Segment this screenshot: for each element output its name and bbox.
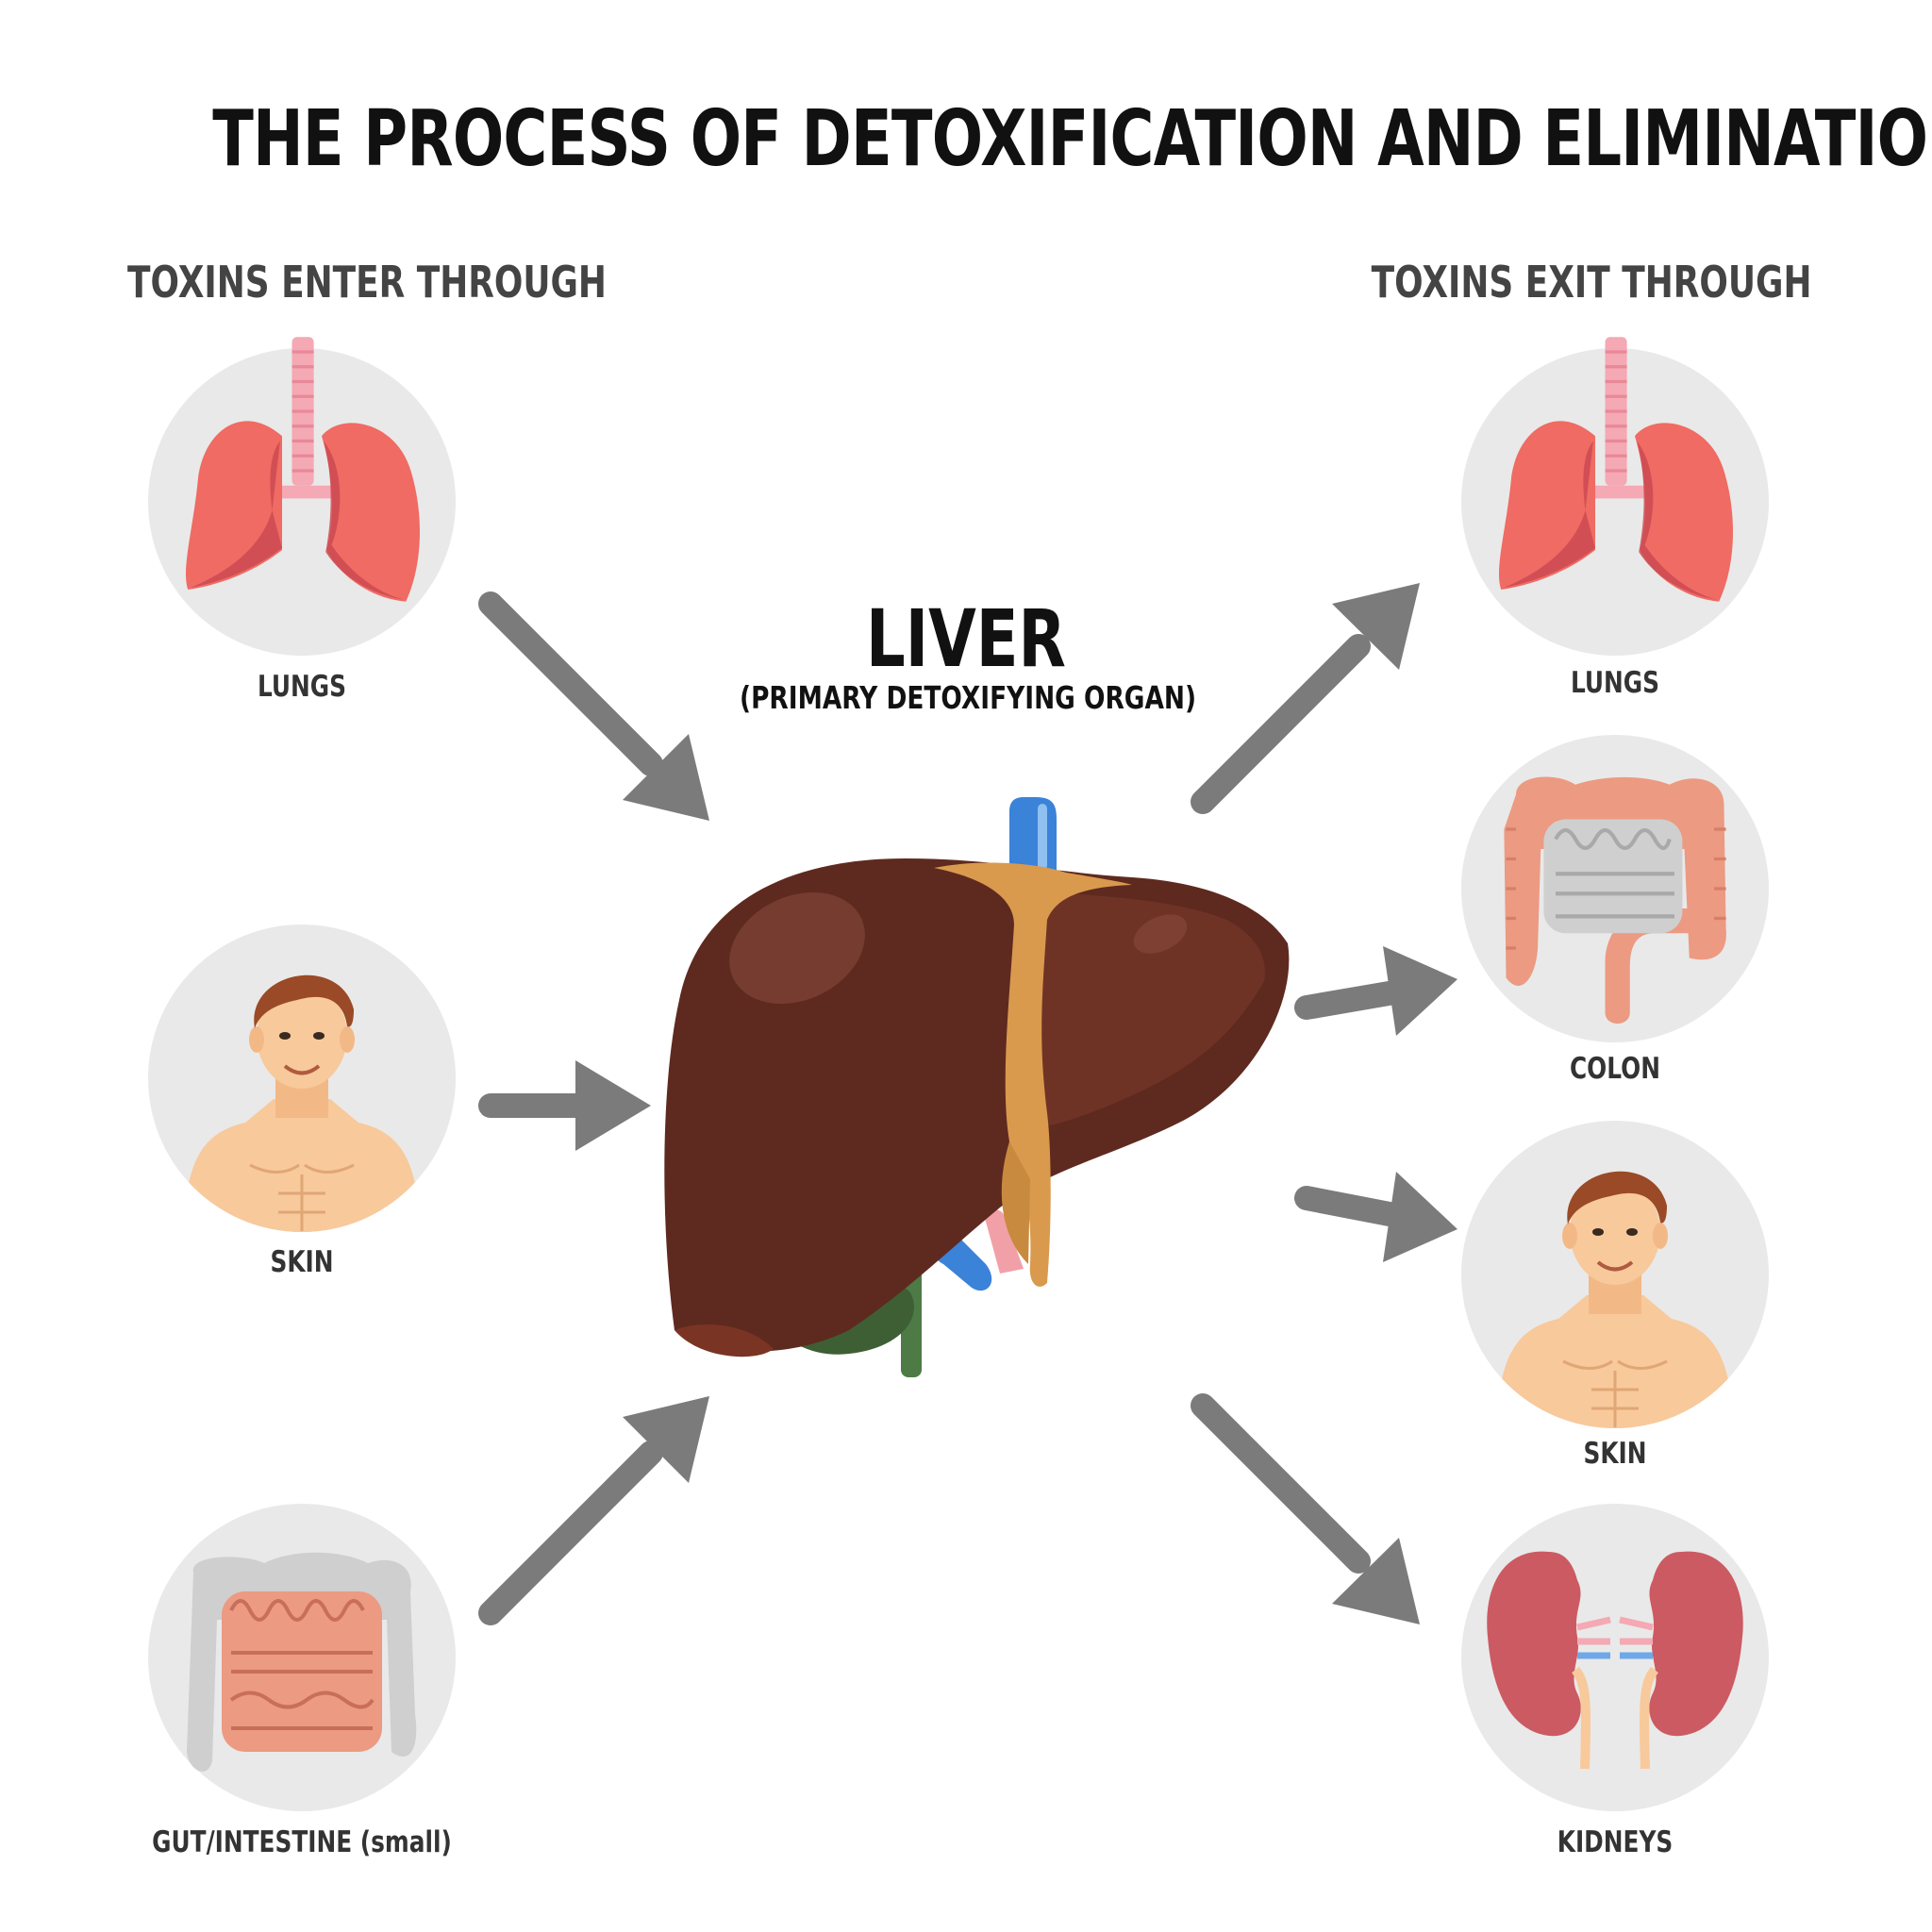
liver-label: LIVER bbox=[865, 592, 1067, 685]
page-title: THE PROCESS OF DETOXIFICATION AND ELIMIN… bbox=[212, 94, 1932, 184]
enter-skin-label: SKIN bbox=[270, 1245, 334, 1279]
enter-gut-circle bbox=[148, 1504, 456, 1811]
arrow-lungs-to-liver bbox=[478, 591, 709, 821]
arrow-liver-to-kidneys bbox=[1191, 1393, 1420, 1624]
exit-lungs-circle bbox=[1461, 335, 1769, 656]
exit-heading: TOXINS EXIT THROUGH bbox=[1371, 257, 1811, 308]
exit-kidneys-label: KIDNEYS bbox=[1557, 1825, 1674, 1859]
enter-gut-label: GUT/INTESTINE (small) bbox=[152, 1825, 452, 1859]
liver-illustration bbox=[664, 797, 1290, 1377]
enter-heading: TOXINS ENTER THROUGH bbox=[127, 257, 607, 308]
exit-lungs-label: LUNGS bbox=[1570, 666, 1660, 700]
arrow-gut-to-liver bbox=[478, 1396, 709, 1625]
arrow-liver-to-skin bbox=[1294, 1172, 1457, 1262]
arrow-liver-to-lungs bbox=[1191, 583, 1420, 814]
enter-lungs-circle bbox=[148, 335, 456, 656]
enter-lungs-label: LUNGS bbox=[257, 670, 347, 704]
arrow-skin-to-liver bbox=[478, 1060, 651, 1151]
exit-colon-label: COLON bbox=[1569, 1052, 1661, 1086]
exit-skin-circle bbox=[1461, 1121, 1769, 1428]
exit-kidneys-circle bbox=[1461, 1504, 1769, 1811]
enter-skin-circle bbox=[148, 924, 456, 1232]
exit-skin-label: SKIN bbox=[1583, 1437, 1647, 1471]
liver-sublabel: (PRIMARY DETOXIFYING ORGAN) bbox=[740, 679, 1197, 716]
arrow-liver-to-colon bbox=[1294, 946, 1457, 1036]
exit-colon-circle bbox=[1461, 735, 1769, 1042]
